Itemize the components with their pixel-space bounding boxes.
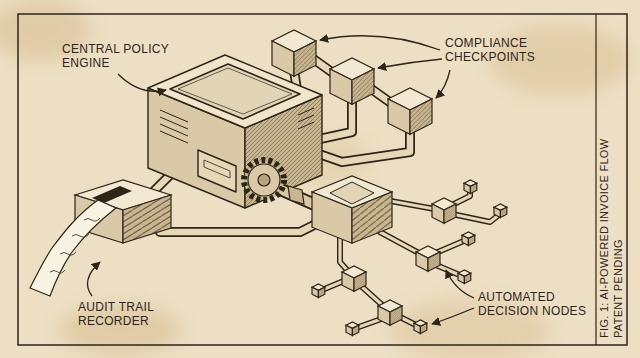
- checkpoint-cube: [330, 58, 374, 104]
- gear-body: [248, 164, 280, 196]
- paper-tape: [30, 200, 116, 296]
- engine-vents: [160, 108, 314, 143]
- checkpoint-cube: [272, 30, 316, 76]
- leader-line: [118, 74, 166, 91]
- leader-arrows: [88, 36, 475, 324]
- leader-line: [378, 59, 442, 68]
- end-cap: [494, 204, 507, 217]
- leader-line: [436, 70, 450, 98]
- end-cap: [414, 320, 427, 333]
- callout-label: AUDIT TRAIL RECORDER: [78, 300, 174, 328]
- end-cap: [464, 180, 477, 193]
- decision-node: [432, 198, 456, 223]
- leader-line: [432, 308, 474, 324]
- title-strip-rule: [595, 14, 596, 345]
- tape-writing: [50, 218, 100, 273]
- leader-line: [320, 36, 440, 50]
- pipes: [150, 58, 500, 328]
- gear-coupling: [244, 160, 318, 206]
- stamp-text: PATENT PENDING: [612, 239, 625, 338]
- engine-slot: [204, 160, 230, 178]
- frame: [18, 14, 627, 345]
- nut: [288, 186, 304, 204]
- decision-node: [416, 246, 440, 271]
- callout-label: COMPLIANCE CHECKPOINTS: [445, 36, 557, 64]
- end-cap: [462, 232, 475, 245]
- decision-network: [312, 176, 507, 335]
- decision-node: [378, 300, 402, 325]
- end-cap: [458, 270, 471, 283]
- end-cap: [346, 322, 359, 335]
- engine-screen-glass: [178, 68, 292, 114]
- checkpoint-cubes: [272, 30, 432, 134]
- recorder-machine: [30, 180, 171, 296]
- end-cap: [312, 284, 325, 297]
- decision-node: [342, 266, 366, 291]
- engine-screen: [170, 64, 300, 119]
- leader-line: [446, 270, 474, 298]
- leader-line: [88, 262, 101, 296]
- hub-screen: [330, 182, 374, 204]
- gear-hub: [258, 174, 270, 186]
- checkpoint-cube: [388, 88, 432, 134]
- engine-panel: [198, 150, 236, 192]
- gear-teeth: [244, 160, 284, 200]
- engine-machine: [148, 55, 322, 208]
- figure-caption: FIG. 1: AI-POWERED INVOICE FLOW: [598, 139, 611, 338]
- callout-label: CENTRAL POLICY ENGINE: [62, 42, 174, 70]
- hub-box: [312, 176, 392, 243]
- callout-label: AUTOMATED DECISION NODES: [478, 290, 592, 318]
